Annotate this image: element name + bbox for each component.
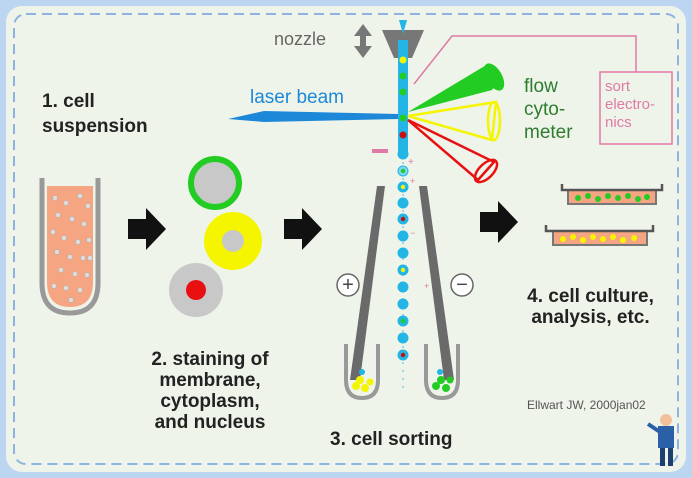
plus-sign: + xyxy=(342,274,354,296)
minus-electrode-icon xyxy=(450,273,474,297)
sort-electronics-line: nics xyxy=(605,114,632,131)
arrow-icon xyxy=(480,201,518,243)
culture-dish-yellow xyxy=(544,225,655,246)
step-4-label: 4. cell culture, analysis, etc. xyxy=(503,286,678,329)
flow-cytometer-line: meter xyxy=(524,121,573,143)
minus-sign: − xyxy=(456,274,468,296)
droplet-contents xyxy=(400,168,406,358)
collection-tube-right xyxy=(424,344,460,401)
step-4-line: 4. cell culture, xyxy=(527,286,654,307)
arrow-icon xyxy=(128,208,166,250)
background-panel xyxy=(6,6,686,472)
plus-electrode-icon xyxy=(336,273,360,297)
deflection-plate-negative xyxy=(419,186,454,380)
step-2-label: 2. staining of membrane, cytoplasm, and … xyxy=(130,349,290,434)
culture-dish-green xyxy=(560,184,664,205)
green-fluorescence-cone xyxy=(408,64,500,112)
nozzle-label: nozzle xyxy=(274,29,327,49)
step-3-label: 3. cell sorting xyxy=(330,429,453,450)
scientist-figure xyxy=(646,414,674,466)
charge-minus-mark xyxy=(372,149,388,153)
step-2-line: membrane, xyxy=(159,369,261,391)
deflection-plate-positive xyxy=(350,186,385,380)
step-1-label: 1. cell suspension xyxy=(42,91,148,142)
sort-signal-wire xyxy=(413,35,637,85)
author-credit: Ellwart JW, 2000jan02 xyxy=(527,398,646,412)
test-tube xyxy=(39,178,101,316)
charge-mark: − xyxy=(410,228,415,238)
process-arrows xyxy=(128,201,518,250)
step-1-line: suspension xyxy=(42,115,148,137)
laser-beam xyxy=(228,111,398,122)
stained-cells xyxy=(169,156,262,317)
sort-electronics-line: electro- xyxy=(605,96,656,113)
step-2-line: cytoplasm, xyxy=(160,390,260,412)
step-1-line: 1. cell xyxy=(42,91,95,112)
scatter-light xyxy=(407,63,505,184)
up-down-arrow-icon xyxy=(354,24,372,58)
yellow-fluorescence-cone xyxy=(407,100,498,142)
flow-cytometer-line: flow xyxy=(524,76,558,97)
charge-plus-mark: + xyxy=(408,157,414,168)
step-2-line: and nucleus xyxy=(154,411,266,433)
membrane-stained-cell xyxy=(188,156,242,210)
flow-cytometer-label: flow cyto- meter xyxy=(524,76,573,144)
collection-tube-left xyxy=(344,344,380,401)
flow-cytometer-line: cyto- xyxy=(524,98,566,120)
arrow-icon xyxy=(284,208,322,250)
charge-mark: + xyxy=(424,281,429,291)
stream-cells xyxy=(399,56,407,139)
laser-beam-label: laser beam xyxy=(250,87,344,108)
sample-stream xyxy=(398,40,408,154)
red-fluorescence-cone xyxy=(407,118,497,182)
step-4-line: analysis, etc. xyxy=(531,306,650,328)
dashed-border xyxy=(13,13,679,465)
sort-electronics-label: sort electro- nics xyxy=(605,78,655,132)
step-2-line: 2. staining of xyxy=(151,349,269,370)
charge-mark: + xyxy=(410,176,415,186)
suspended-cells xyxy=(50,193,93,303)
sort-electronics-line: sort xyxy=(605,78,631,95)
